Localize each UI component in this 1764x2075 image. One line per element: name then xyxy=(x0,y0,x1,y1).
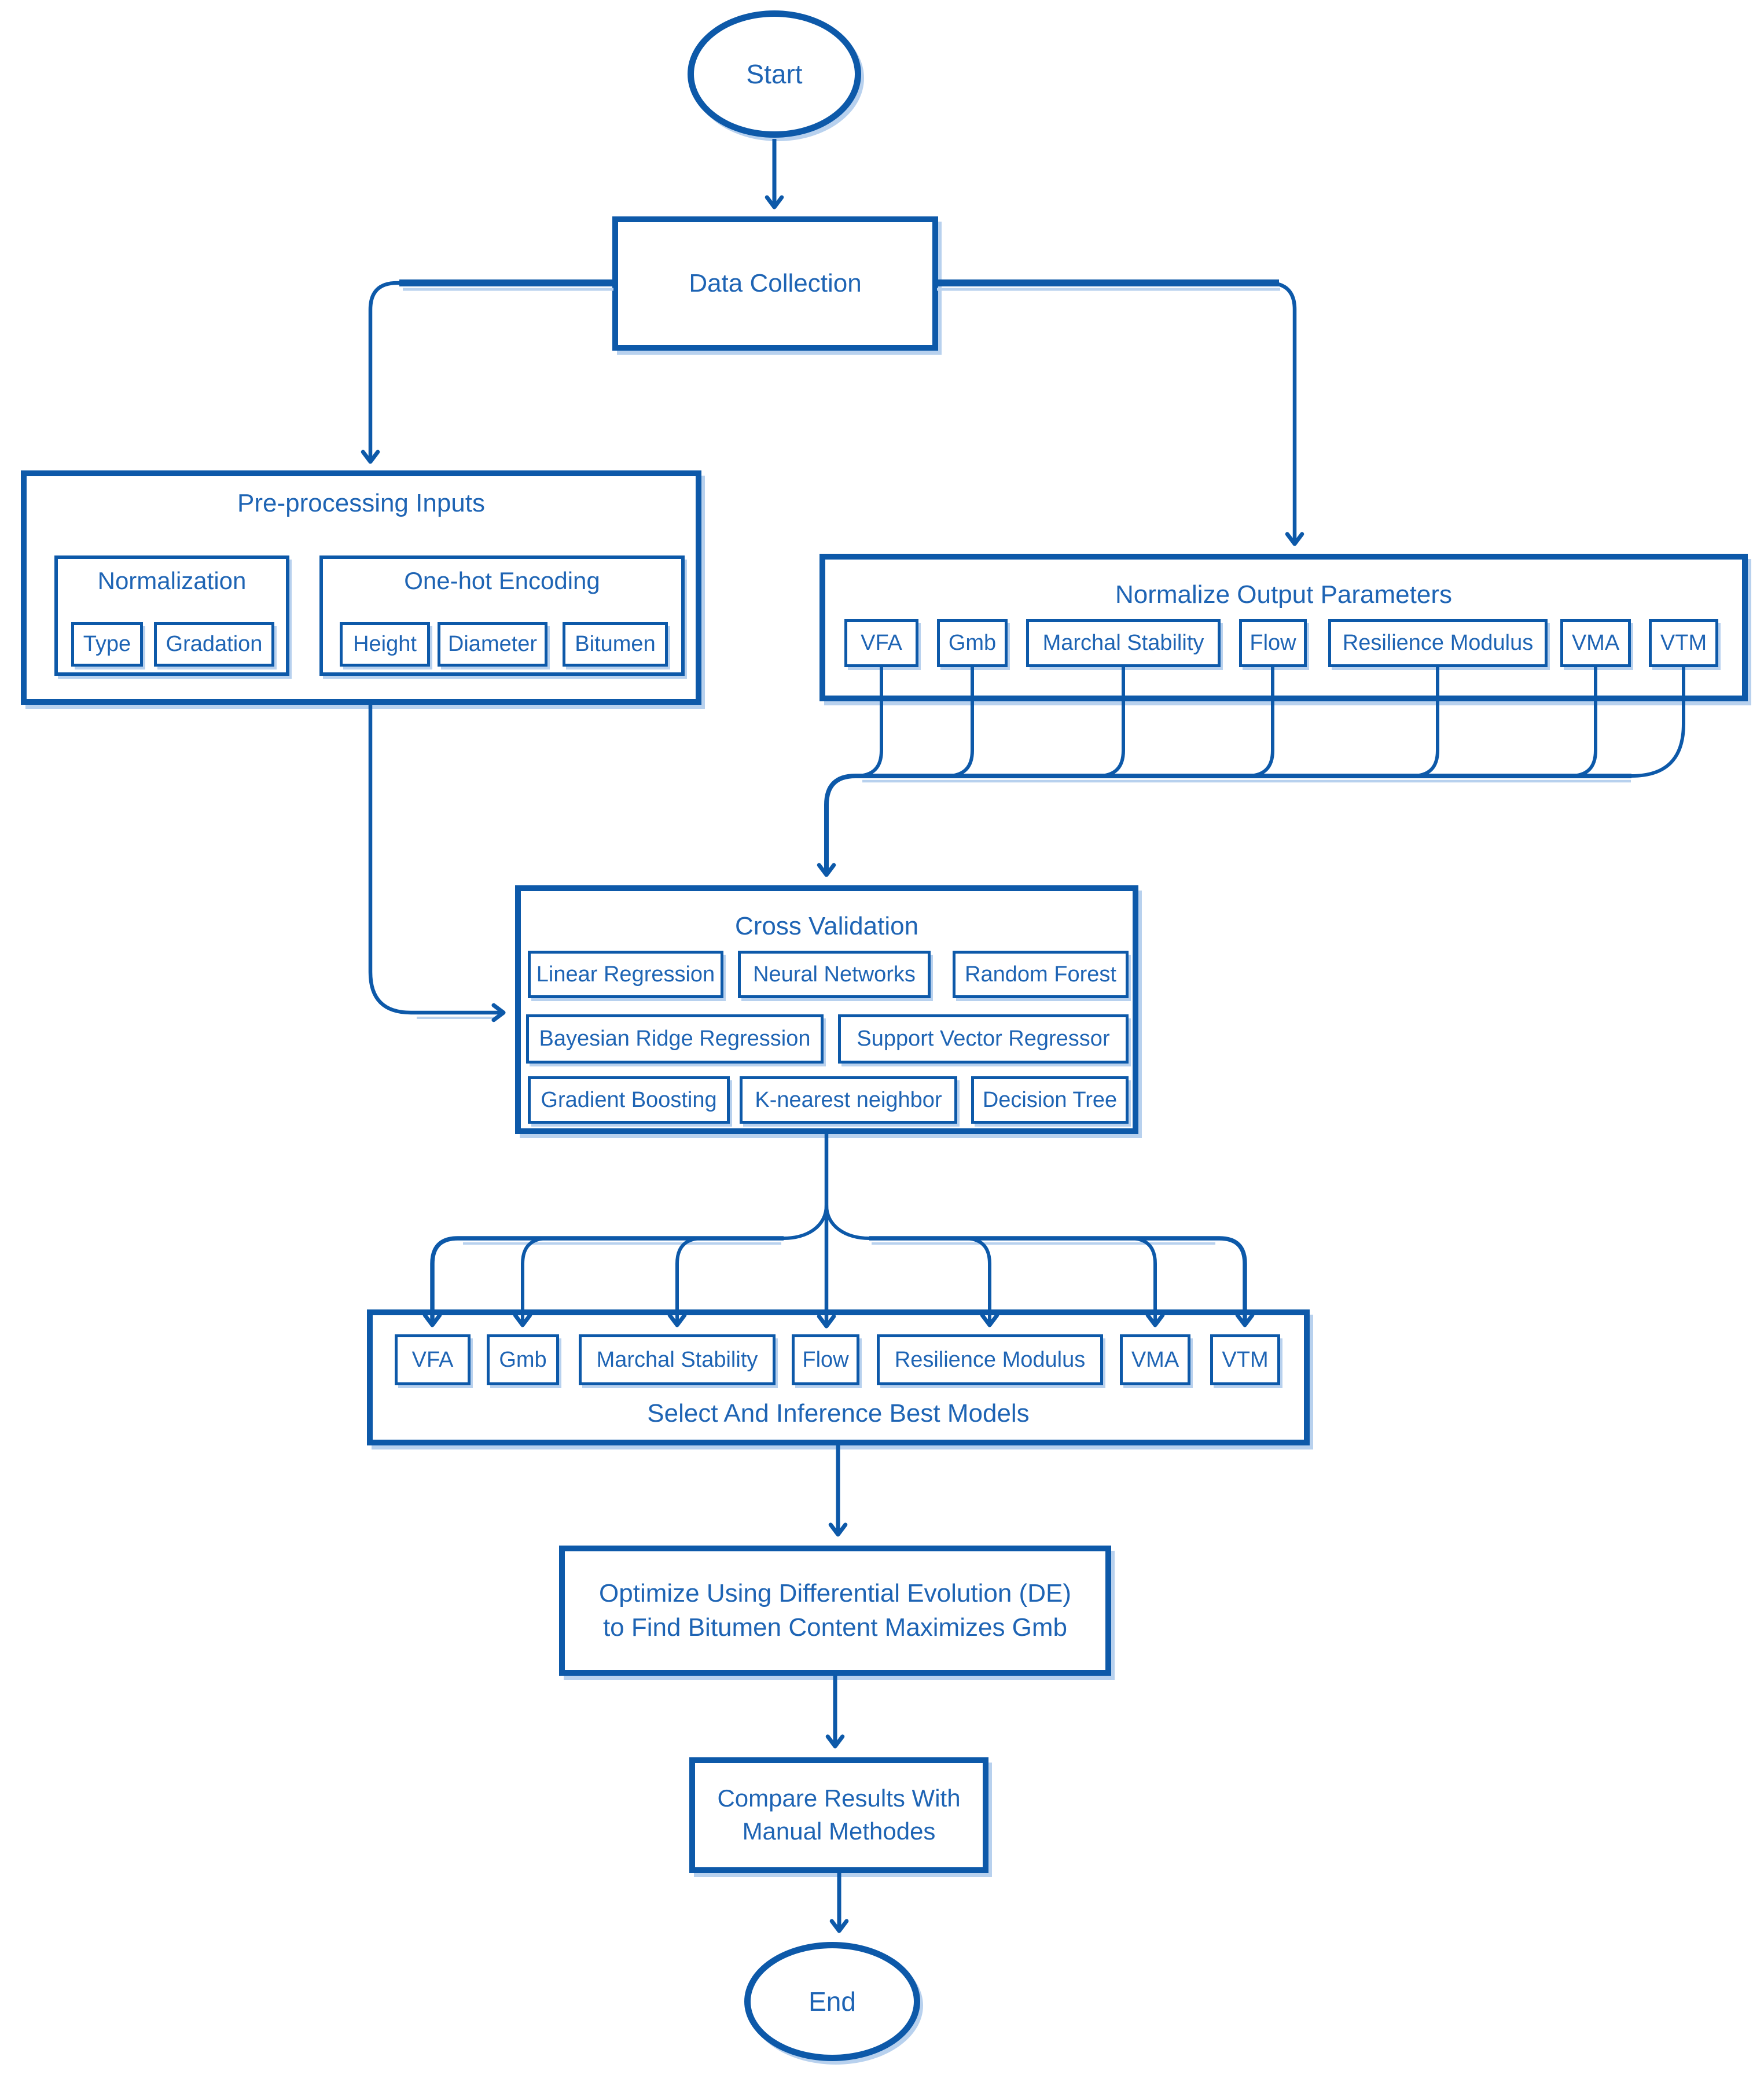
model-chip-support-vector-regressor: Support Vector Regressor xyxy=(838,1014,1129,1064)
optimize-node: Optimize Using Differential Evolution (D… xyxy=(559,1546,1111,1676)
select-chip-vfa: VFA xyxy=(395,1334,471,1385)
select-models-title: Select And Inference Best Models xyxy=(647,1399,1030,1428)
model-chip-gradient-boosting: Gradient Boosting xyxy=(528,1076,730,1124)
input-chip-type: Type xyxy=(71,622,143,667)
end-label: End xyxy=(808,1986,856,2017)
cross-validation-title: Cross Validation xyxy=(734,912,919,940)
select-models-node: VFA Gmb Marchal Stability Flow Resilienc… xyxy=(367,1309,1310,1445)
compare-label-line2: Manual Methodes xyxy=(742,1818,936,1845)
preprocessing-node: Pre-processing Inputs Normalization Type… xyxy=(21,470,701,705)
select-chip-vma: VMA xyxy=(1120,1334,1190,1385)
param-chip-gmb: Gmb xyxy=(937,619,1008,667)
normalize-outputs-node: Normalize Output Parameters VFA Gmb Marc… xyxy=(819,554,1748,701)
normalization-group: Normalization Type Gradation xyxy=(54,555,289,676)
edge-data-collection-to-preprocessing xyxy=(361,281,612,464)
model-chip-random-forest: Random Forest xyxy=(953,951,1129,998)
select-chip-marchal-stability: Marchal Stability xyxy=(579,1334,776,1385)
one-hot-encoding-group: One-hot Encoding Height Diameter Bitumen xyxy=(319,555,685,676)
select-chip-gmb: Gmb xyxy=(487,1334,559,1385)
data-collection-label: Data Collection xyxy=(689,268,862,297)
model-chip-k-nearest-neighbor: K-nearest neighbor xyxy=(740,1076,957,1124)
end-node: End xyxy=(744,1942,920,2061)
data-collection-node: Data Collection xyxy=(612,216,938,351)
compare-label-line1: Compare Results With xyxy=(717,1785,961,1812)
param-chip-marchal-stability: Marchal Stability xyxy=(1026,619,1221,667)
model-chip-decision-tree: Decision Tree xyxy=(971,1076,1129,1124)
compare-node: Compare Results With Manual Methodes xyxy=(689,1757,988,1873)
normalize-outputs-title: Normalize Output Parameters xyxy=(1115,580,1452,609)
input-chip-diameter: Diameter xyxy=(438,622,547,667)
select-chip-flow: Flow xyxy=(792,1334,859,1385)
param-chip-resilience-modulus: Resilience Modulus xyxy=(1328,619,1548,667)
input-chip-gradation: Gradation xyxy=(154,622,274,667)
one-hot-encoding-title: One-hot Encoding xyxy=(404,567,600,594)
optimize-label-line1: Optimize Using Differential Evolution (D… xyxy=(599,1579,1071,1608)
param-chip-vfa: VFA xyxy=(844,619,918,667)
normalization-title: Normalization xyxy=(97,567,247,594)
select-chip-resilience-modulus: Resilience Modulus xyxy=(877,1334,1103,1385)
optimize-label-line2: to Find Bitumen Content Maximizes Gmb xyxy=(602,1613,1068,1642)
edge-normalize-merge-to-cross-validation xyxy=(817,774,1631,877)
model-chip-linear-regression: Linear Regression xyxy=(528,951,723,998)
param-chip-flow: Flow xyxy=(1239,619,1307,667)
cross-validation-node: Cross Validation Linear Regression Neura… xyxy=(515,885,1138,1134)
preprocessing-title: Pre-processing Inputs xyxy=(237,489,485,517)
param-chip-vtm: VTM xyxy=(1649,619,1718,667)
input-chip-bitumen: Bitumen xyxy=(563,622,668,667)
start-label: Start xyxy=(746,59,803,89)
edge-data-collection-to-normalize-outputs xyxy=(938,281,1304,546)
input-chip-height: Height xyxy=(340,622,430,667)
start-node: Start xyxy=(688,10,861,138)
select-chip-vtm: VTM xyxy=(1210,1334,1280,1385)
model-chip-bayesian-ridge-regression: Bayesian Ridge Regression xyxy=(526,1014,824,1064)
edge-fan-fork-right xyxy=(825,1204,870,1240)
edge-preprocessing-to-cross-validation xyxy=(368,705,506,1022)
model-chip-neural-networks: Neural Networks xyxy=(738,951,931,998)
edge-fan-fork-left xyxy=(783,1204,828,1240)
param-chip-vma: VMA xyxy=(1560,619,1631,667)
